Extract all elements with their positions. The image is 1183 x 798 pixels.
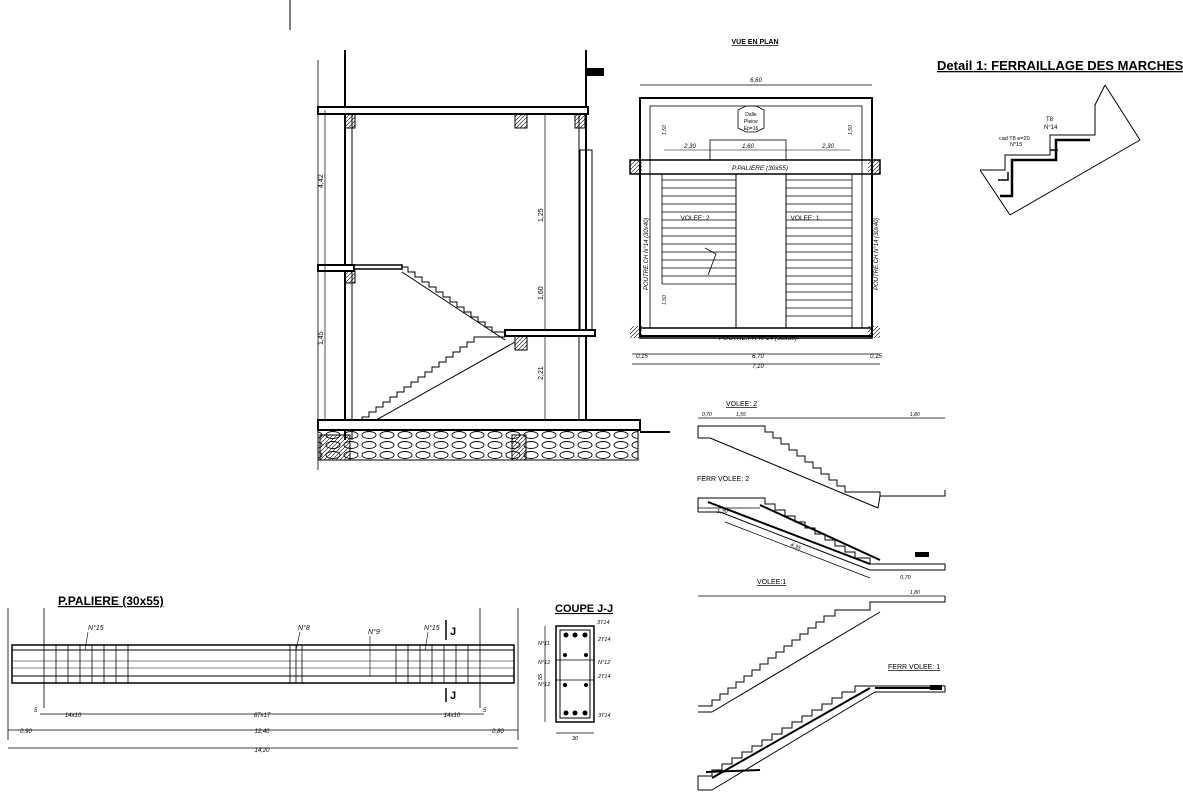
ferr-volee1-title: FERR VOLEE: 1 <box>888 664 940 671</box>
palier-label-3: N°9 <box>368 628 380 636</box>
volee2-title: VOLEE: 2 <box>726 401 757 408</box>
volee1-profile <box>698 595 946 713</box>
coupe-side: 55 <box>538 673 544 680</box>
volee2-dim-right: 1,80 <box>910 412 920 418</box>
palier-dim-total: 14,20 <box>254 748 270 754</box>
ferr-volee2-title: FERR VOLEE: 2 <box>697 476 749 483</box>
plan-volee-right: VOLEE: 1 <box>791 215 820 222</box>
dalle-line-1: Dalle <box>745 112 757 118</box>
plan-dim-right-top: 1,50 <box>848 125 854 135</box>
plan-dim-left-top: 1,50 <box>662 125 668 135</box>
section-dim-mid-lower: 1,60 <box>538 286 545 300</box>
detail-note-cad: cad T8 e=20 <box>999 136 1030 142</box>
palier-dim-f: 0,80 <box>492 729 504 735</box>
section-dim-mid-upper: 1,25 <box>538 208 545 222</box>
palier-dim-b: 67x17 <box>254 713 271 719</box>
coupe-left-3: N°12 <box>538 682 550 688</box>
detail-note-t8: T8 <box>1046 117 1054 123</box>
coupe-right-3: 2T14 <box>597 674 611 680</box>
coupe-right-2: N°12 <box>598 660 610 666</box>
palier-cut-top: J <box>450 626 456 638</box>
plan-poutre-ch-left: POUTRE.CH N°14 (30x40) <box>644 218 650 290</box>
plan-poutre-ch-right: POUTRE.CH N°14 (30x40) <box>874 218 880 290</box>
section-dim-bottom: 2,21 <box>538 366 545 380</box>
plan-dim-seg-mid: 1,60 <box>742 144 754 150</box>
volee2-profile <box>697 417 946 509</box>
plan-dim-left-bottom: 1,50 <box>662 295 668 305</box>
plan-dim-bottom-right: 0,15 <box>870 354 882 360</box>
plan-dim-bottom-mid: 6,70 <box>752 354 764 360</box>
ferr-volee1-profile <box>697 685 946 791</box>
palier-label-4: N°15 <box>424 624 440 632</box>
palier-beam <box>7 608 519 749</box>
plan-dim-seg-right: 2,30 <box>821 144 834 150</box>
plan-dim-total: 7,10 <box>752 364 764 370</box>
palier-label-1: N°15 <box>88 624 104 632</box>
dalle-line-2: Pleine <box>744 119 758 125</box>
coupe-top: 3T14 <box>597 620 610 626</box>
palier-cut-bottom: J <box>450 690 456 702</box>
plan-dim-bottom-left: 0,15 <box>636 354 648 360</box>
plan-poutre-bottom: POUTRE.PR N°14 (30x35) <box>719 334 797 342</box>
detail-stair-reinforcement <box>979 84 1141 216</box>
plan-dim-top: 6,60 <box>750 78 762 84</box>
ferr-volee2-dim-c: 0,70 <box>900 575 912 581</box>
plan-dim-seg-left: 2,30 <box>683 144 696 150</box>
palier-dim-c: 14x10 <box>444 713 461 719</box>
palier-dim-right: 5 <box>483 708 487 714</box>
building-section <box>317 50 670 470</box>
coupe-title: COUPE J-J <box>555 603 613 615</box>
volee2-dim-mid: 1,55 <box>736 412 746 418</box>
volee2-dim-left: 0,70 <box>702 412 712 418</box>
coupe-width: 30 <box>572 736 579 742</box>
palier-label-2: N°8 <box>298 624 310 632</box>
ferr-volee2-dim-b: 4,35 <box>789 542 802 552</box>
coupe-left-2: N°12 <box>538 660 550 666</box>
palier-title: P.PALIERE (30x55) <box>58 594 164 608</box>
coupe-section <box>544 625 595 734</box>
coupe-left-1: N°11 <box>538 641 550 647</box>
section-dim-upper: 4,42 <box>318 174 325 188</box>
plan-palier-label: P.PALIERE (30x55) <box>732 165 788 172</box>
coupe-bottom: 3T14 <box>598 713 611 719</box>
detail-title: Detail 1: FERRAILLAGE DES MARCHES <box>937 58 1183 73</box>
palier-dim-a: 14x10 <box>65 713 82 719</box>
ferr-volee2-dim-a: 1,30 <box>717 509 729 515</box>
section-dim-lower: 1,45 <box>318 331 325 345</box>
plan-view <box>629 84 881 365</box>
ferr-volee2-profile <box>697 497 946 579</box>
detail-note-n15: N°15 <box>1010 142 1022 148</box>
dalle-line-3: Ep=16 <box>744 126 759 132</box>
palier-dim-d: 0,90 <box>20 729 32 735</box>
palier-dim-e: 12,40 <box>254 729 270 735</box>
volee1-dim-right: 1,80 <box>910 590 920 596</box>
palier-dim-left: 5 <box>34 708 38 714</box>
detail-note-n14: N°14 <box>1044 125 1058 131</box>
plan-volee-left: VOLEE: 2 <box>681 215 710 222</box>
volee1-title: VOLEE:1 <box>757 579 786 586</box>
plan-title: VUE EN PLAN <box>731 39 778 46</box>
coupe-right-1: 2T14 <box>597 637 611 643</box>
